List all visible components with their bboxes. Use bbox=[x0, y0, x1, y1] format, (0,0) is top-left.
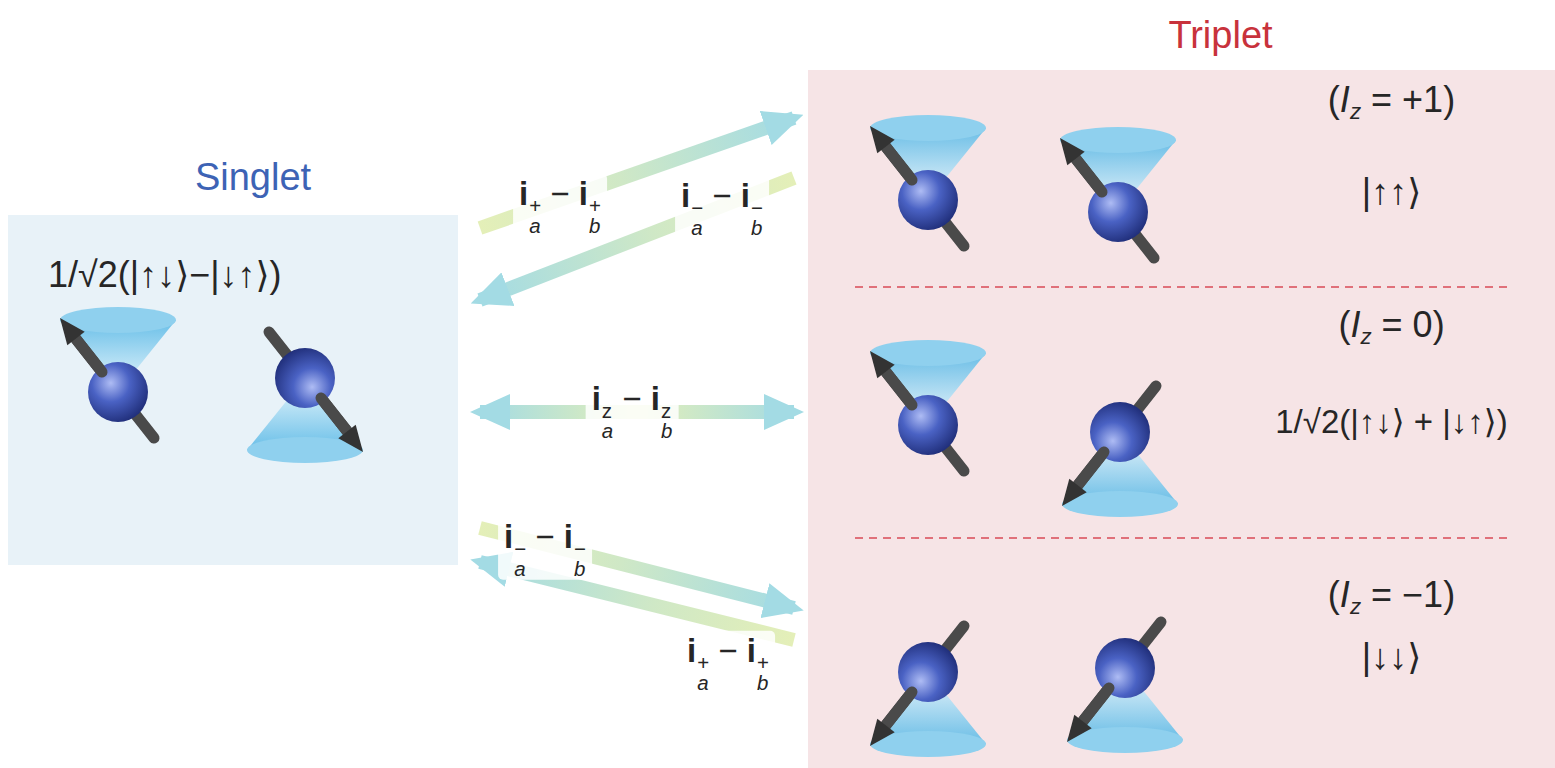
index-stack: a+ bbox=[697, 652, 709, 693]
subscript: a bbox=[697, 673, 709, 693]
state-formula: 1/√2(|↑↓⟩−|↓↑⟩) bbox=[48, 255, 282, 295]
superscript: + bbox=[589, 195, 601, 215]
state-row: (Iz = −1) |↓↓⟩ bbox=[808, 538, 1555, 768]
spin-down bbox=[870, 626, 986, 757]
symbol: i bbox=[579, 175, 588, 212]
subscript: a bbox=[514, 559, 526, 579]
index-stack: az bbox=[602, 400, 613, 441]
panel-heading: Triplet bbox=[1168, 15, 1272, 55]
symbol: i bbox=[687, 632, 696, 669]
quantum-number: (Iz = 0) bbox=[1338, 305, 1444, 357]
index-stack: bz bbox=[661, 400, 672, 441]
superscript: − bbox=[514, 538, 526, 558]
superscript: + bbox=[757, 652, 769, 672]
symbol: I bbox=[1350, 304, 1360, 345]
row-divider bbox=[855, 537, 1510, 539]
symbol: i bbox=[564, 518, 573, 555]
row-divider bbox=[855, 286, 1510, 288]
superscript: + bbox=[529, 195, 541, 215]
subscript: z bbox=[1350, 594, 1361, 619]
subscript: b bbox=[661, 421, 672, 441]
state-formula: 1/√2(|↑↓⟩ + |↓↑⟩) bbox=[1275, 402, 1507, 442]
state-formula: |↓↓⟩ bbox=[1362, 637, 1421, 677]
spin-up bbox=[1060, 127, 1176, 258]
superscript: z bbox=[661, 400, 672, 420]
state-panel: Singlet1/√2(|↑↓⟩−|↓↑⟩) bbox=[8, 215, 458, 565]
index-stack: a− bbox=[514, 538, 526, 579]
operator-label: ia− − ib− bbox=[675, 176, 769, 239]
symbol: i bbox=[681, 177, 690, 214]
index-stack: a− bbox=[691, 197, 703, 238]
spin-down bbox=[1062, 386, 1178, 517]
symbol: i bbox=[504, 518, 513, 555]
symbol: I bbox=[1340, 574, 1350, 615]
subscript: b bbox=[751, 218, 763, 238]
state-panel: Triplet(Iz = +1)|↑↑⟩(Iz = 0)1/√2(|↑↓⟩ + … bbox=[808, 70, 1555, 768]
operator-label: iaz − ibz bbox=[586, 379, 679, 442]
superscript: + bbox=[697, 652, 709, 672]
symbol: I bbox=[1340, 79, 1350, 120]
index-stack: b+ bbox=[757, 652, 769, 693]
operator-label: ia+ − ib+ bbox=[513, 174, 607, 237]
state-row: (Iz = 0) 1/√2(|↑↓⟩ + |↓↑⟩) bbox=[808, 287, 1555, 538]
state-row: (Iz = +1) |↑↑⟩ bbox=[808, 70, 1555, 287]
symbol: i bbox=[651, 380, 660, 417]
spin-down bbox=[1067, 622, 1183, 753]
quantum-number: (Iz = −1) bbox=[1328, 575, 1455, 627]
subscript: a bbox=[602, 421, 613, 441]
superscript: − bbox=[751, 197, 763, 217]
operator-label: ia− − ib− bbox=[498, 517, 592, 580]
state-formula: |↑↑⟩ bbox=[1362, 172, 1421, 212]
panel-heading: Singlet bbox=[195, 157, 311, 197]
operator-label: ia+ − ib+ bbox=[681, 631, 775, 694]
superscript: − bbox=[691, 197, 703, 217]
symbol: i bbox=[747, 632, 756, 669]
subscript: b bbox=[574, 559, 586, 579]
index-stack: b+ bbox=[589, 195, 601, 236]
superscript: − bbox=[574, 538, 586, 558]
spin-up bbox=[870, 115, 986, 246]
subscript: z bbox=[1350, 99, 1361, 124]
index-stack: b− bbox=[751, 197, 763, 238]
index-stack: a+ bbox=[529, 195, 541, 236]
subscript: a bbox=[529, 216, 541, 236]
superscript: z bbox=[602, 400, 613, 420]
symbol: i bbox=[741, 177, 750, 214]
subscript: b bbox=[757, 673, 769, 693]
subscript: a bbox=[691, 218, 703, 238]
spin-up bbox=[870, 340, 986, 471]
subscript: z bbox=[1360, 324, 1371, 349]
subscript: b bbox=[589, 216, 601, 236]
symbol: i bbox=[519, 175, 528, 212]
spin-down bbox=[247, 332, 363, 463]
index-stack: b− bbox=[574, 538, 586, 579]
symbol: i bbox=[592, 380, 601, 417]
quantum-number: (Iz = +1) bbox=[1328, 80, 1455, 132]
spin-up bbox=[60, 307, 176, 438]
